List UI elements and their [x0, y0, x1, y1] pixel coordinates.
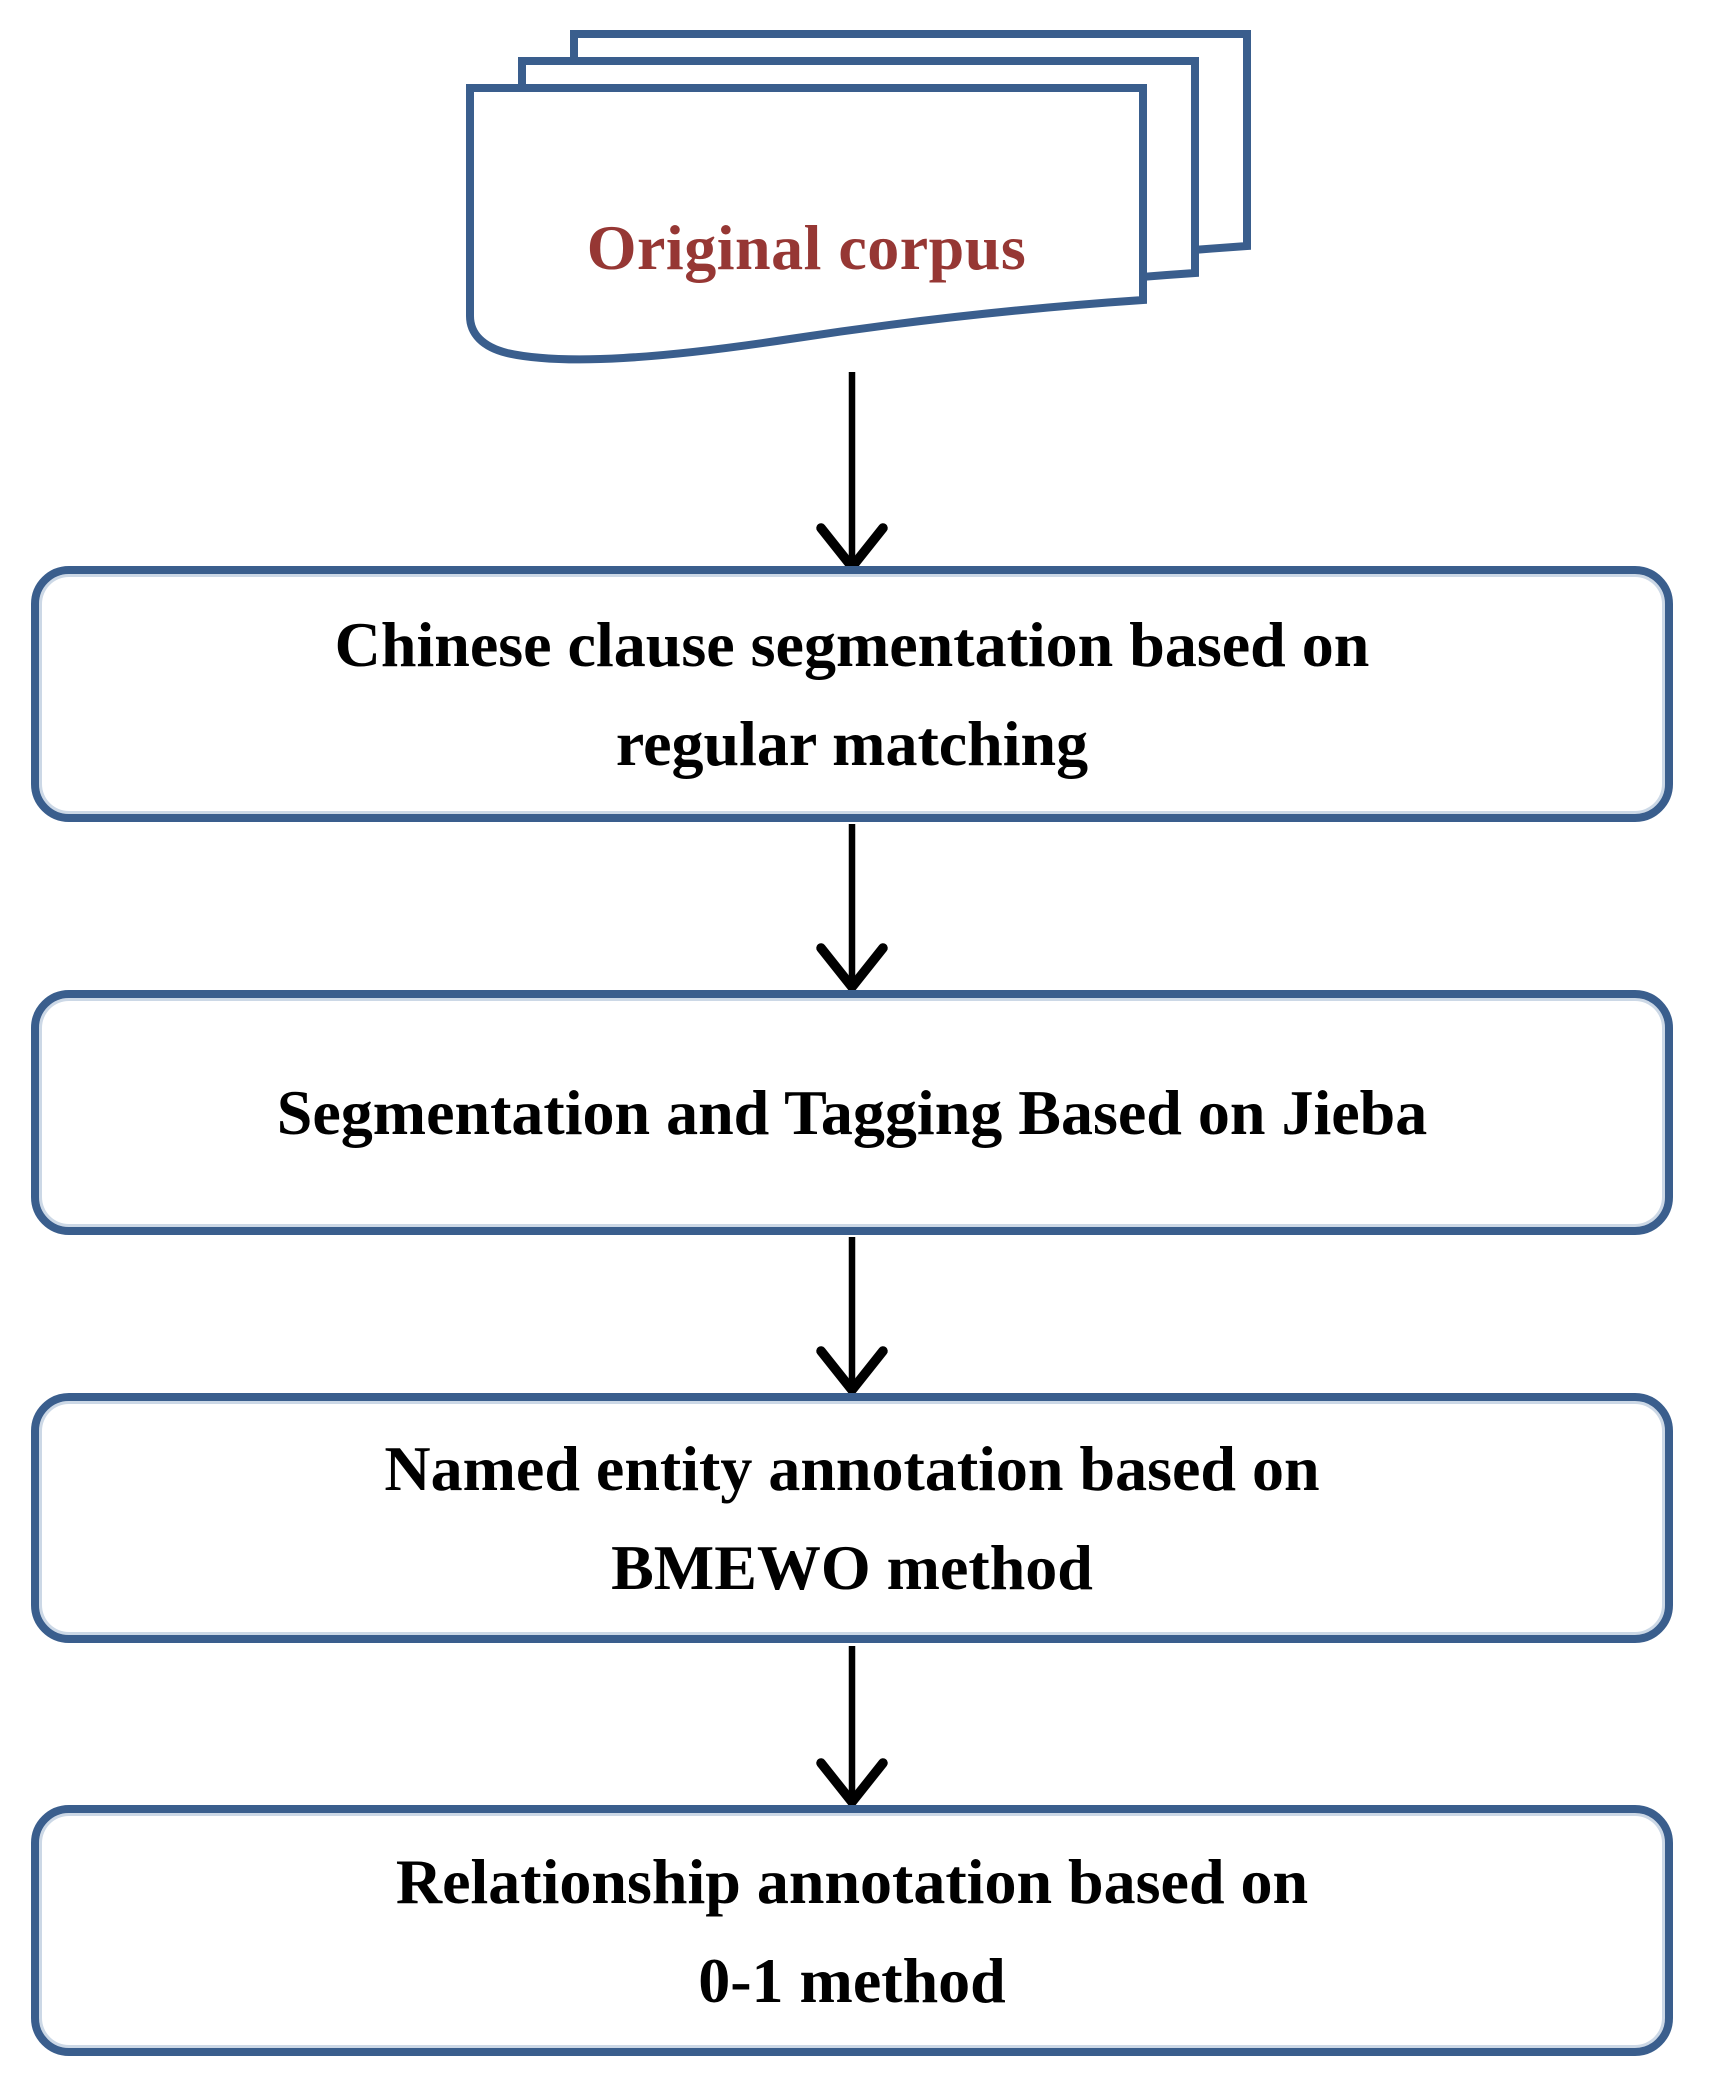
step-label-line: Named entity annotation based on — [384, 1433, 1320, 1504]
document-label: Original corpus — [586, 212, 1027, 283]
step-clause-segmentation: Chinese clause segmentation based on reg… — [31, 566, 1673, 822]
step-label-line: 0-1 method — [698, 1944, 1006, 2016]
arrow-head-icon — [816, 523, 888, 572]
document-stack — [466, 30, 1251, 364]
step-label-line: Relationship annotation based on — [395, 1845, 1309, 1917]
flow-arrow-3 — [816, 1237, 888, 1395]
document-page-front — [466, 84, 1147, 364]
step-label-line: Segmentation and Tagging Based on Jieba — [276, 1077, 1428, 1148]
step-label-line: regular matching — [615, 708, 1089, 779]
flow-arrow-4 — [816, 1646, 888, 1807]
arrow-head-icon — [816, 943, 888, 992]
arrow-head-icon — [816, 1346, 888, 1395]
step-named-entity-annotation: Named entity annotation based on BMEWO m… — [31, 1393, 1673, 1643]
arrow-head-icon — [816, 1758, 888, 1807]
step-label-line: Chinese clause segmentation based on — [334, 609, 1370, 680]
flow-arrow-2 — [816, 824, 888, 992]
step-jieba-tagging: Segmentation and Tagging Based on Jieba — [31, 990, 1673, 1235]
step-relationship-annotation: Relationship annotation based on 0-1 met… — [31, 1805, 1673, 2056]
flow-arrow-1 — [816, 372, 888, 572]
step-label-line: BMEWO method — [611, 1532, 1093, 1603]
